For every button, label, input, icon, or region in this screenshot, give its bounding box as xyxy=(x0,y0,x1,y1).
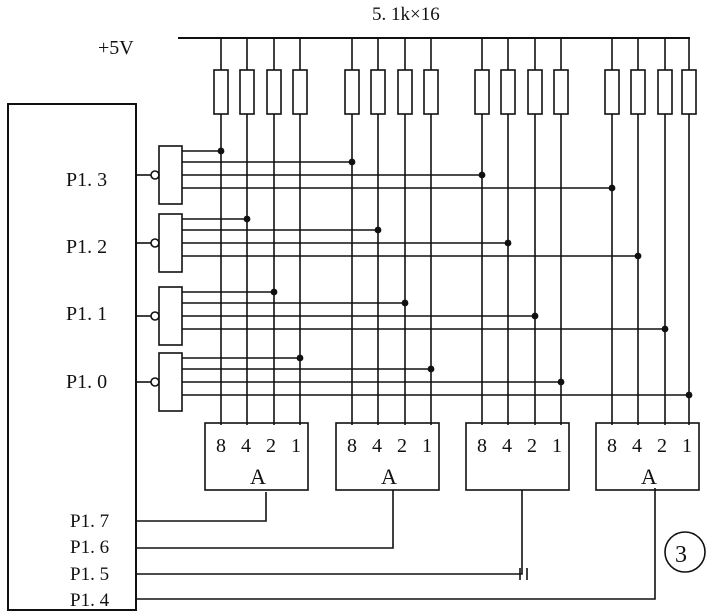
inverter-bubble xyxy=(150,170,160,180)
port-label-p10: P1. 0 xyxy=(66,371,107,393)
junction-dot xyxy=(401,299,409,307)
junction-dot xyxy=(217,147,225,155)
microcontroller-body xyxy=(7,103,137,611)
junction-dot xyxy=(427,365,435,373)
junction-dot xyxy=(243,215,251,223)
port-label-p17: P1. 7 xyxy=(70,511,109,532)
resistor xyxy=(657,69,673,115)
switch-pin-label: 4 xyxy=(502,435,512,457)
bcd-switch-box xyxy=(465,422,570,491)
switch-pin-label: 2 xyxy=(527,435,537,457)
port-label-p12: P1. 2 xyxy=(66,236,107,258)
switch-pin-label: 4 xyxy=(372,435,382,457)
figure-number-circle xyxy=(664,531,706,573)
bcd-switch-box xyxy=(595,422,700,491)
junction-dot xyxy=(348,158,356,166)
driver-buffers xyxy=(136,145,183,412)
resistor xyxy=(527,69,543,115)
switch-pin-label: 4 xyxy=(632,435,642,457)
switch-pin-label: 4 xyxy=(241,435,251,457)
resistor xyxy=(266,69,282,115)
inverter-bubble xyxy=(150,377,160,387)
buffer xyxy=(158,286,183,346)
resistor xyxy=(344,69,360,115)
bcd-switch-box xyxy=(335,422,440,491)
resistor xyxy=(500,69,516,115)
junction-dot xyxy=(270,288,278,296)
junction-dot xyxy=(374,226,382,234)
junction-dot xyxy=(296,354,304,362)
port-label-p13: P1. 3 xyxy=(66,169,107,191)
buffer xyxy=(158,213,183,273)
resistor xyxy=(397,69,413,115)
junction-dot xyxy=(661,325,669,333)
wiring xyxy=(182,147,693,399)
switch-pin-label: 1 xyxy=(422,435,432,457)
junction-dot xyxy=(685,391,693,399)
resistor xyxy=(292,69,308,115)
inverter-bubble xyxy=(150,238,160,248)
switch-pin-label: 2 xyxy=(657,435,667,457)
p16-line xyxy=(136,490,394,549)
resistor xyxy=(553,69,569,115)
resistor-array xyxy=(213,38,697,425)
junction-dot xyxy=(504,239,512,247)
resistor-network-label: 5. 1k×16 xyxy=(372,4,440,25)
resistor xyxy=(213,69,229,115)
buffer xyxy=(158,352,183,412)
port-label-p14: P1. 4 xyxy=(70,590,110,611)
switch-pin-label: 8 xyxy=(216,435,226,457)
switch-pin-label: 8 xyxy=(477,435,487,457)
switch-pin-label: 8 xyxy=(347,435,357,457)
junction-dot xyxy=(531,312,539,320)
switch-pin-label: 1 xyxy=(291,435,301,457)
buffer xyxy=(158,145,183,205)
junction-dot xyxy=(557,378,565,386)
switch-label: A xyxy=(250,464,266,489)
port-label-p11: P1. 1 xyxy=(66,303,107,325)
port-label-p15: P1. 5 xyxy=(70,564,109,585)
switch-pin-label: 2 xyxy=(397,435,407,457)
figure-number: 3 xyxy=(675,542,687,568)
resistor xyxy=(681,69,697,115)
switch-pin-label: 8 xyxy=(607,435,617,457)
switch-label: A xyxy=(641,464,657,489)
switch-pin-label: 1 xyxy=(552,435,562,457)
switch-pin-label: 1 xyxy=(682,435,692,457)
switch-label: A xyxy=(381,464,397,489)
resistor xyxy=(604,69,620,115)
resistor xyxy=(423,69,439,115)
p15-line xyxy=(136,490,523,575)
p17-line xyxy=(136,492,267,522)
resistor xyxy=(239,69,255,115)
switch-pin-label: 2 xyxy=(266,435,276,457)
bcd-switch-box xyxy=(204,422,309,491)
resistor xyxy=(474,69,490,115)
junction-dot xyxy=(478,171,486,179)
junction-dot xyxy=(634,252,642,260)
junction-dot xyxy=(608,184,616,192)
inverter-bubble xyxy=(150,311,160,321)
port-label-p16: P1. 6 xyxy=(70,537,109,558)
supply-voltage-label: +5V xyxy=(98,37,134,59)
p14-line xyxy=(136,488,656,600)
resistor xyxy=(630,69,646,115)
resistor xyxy=(370,69,386,115)
